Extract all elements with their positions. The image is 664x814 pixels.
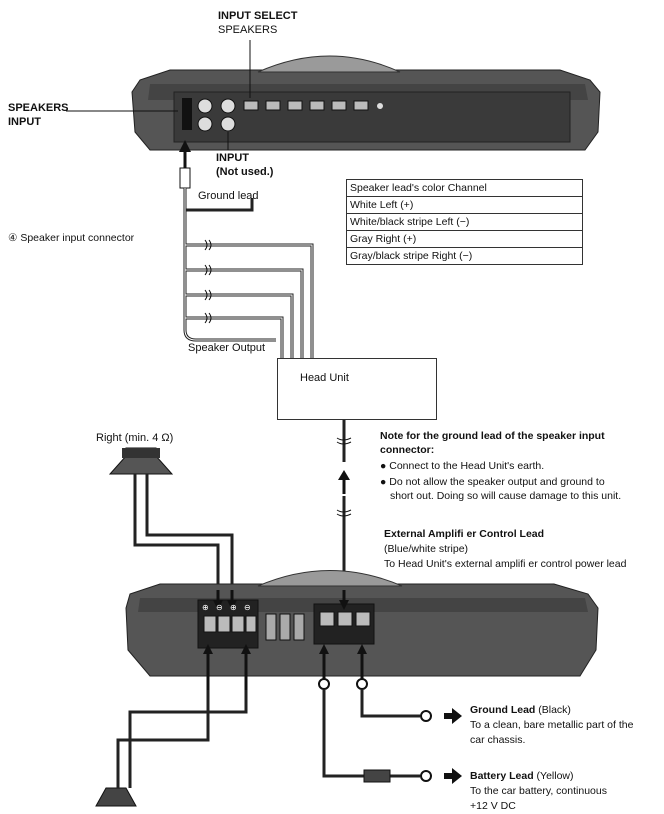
table-row: Gray Right (+) [346,230,583,248]
terminal-symbol: ⊕ [230,603,237,612]
battery-lead-name: Battery Lead [470,770,534,782]
table-cell: White Left (+) [346,196,583,214]
ext-amp-title: External Amplifi er Control Lead [384,528,545,540]
harness-inner [184,188,313,358]
right-speaker [108,447,174,475]
speaker-output-label: Speaker Output [188,342,266,354]
table-cell: White/black stripe Left (−) [346,213,583,231]
right-arrows [444,708,462,784]
battery-lead-desc-2: +12 V DC [470,800,516,812]
terminal-symbol: ⊕ [202,603,209,612]
battery-lead-desc-1: To the car battery, continuous [470,785,607,797]
ground-lead-desc-1: To a clean, bare metallic part of the [470,719,634,731]
table-row: White/black stripe Left (−) [346,213,583,231]
note-title-1: Note for the ground lead of the speaker … [380,430,605,442]
note-bullet-2b: short out. Doing so will cause damage to… [390,490,622,502]
ext-amp-subtitle: (Blue/white stripe) [384,543,469,555]
note-bullet-2a: ● Do not allow the speaker output and gr… [380,476,605,488]
left-speaker [95,787,137,807]
ext-amp-desc: To Head Unit's external amplifi er contr… [384,558,627,570]
table-cell: Speaker lead's color Channel [346,179,583,197]
connector-arrow [179,140,191,189]
up-arrow [338,470,350,494]
speaker-input-harness [183,188,314,358]
input-label-1: INPUT [216,152,249,164]
ground-lead-color: (Black) [535,704,571,716]
table-row: White Left (+) [346,196,583,214]
speakers-input-label-1: SPEAKERS [8,102,69,114]
table-row: Speaker lead's color Channel [346,179,583,197]
ground-lead-title: Ground Lead (Black) [470,704,571,716]
battery-lead-color: (Yellow) [533,770,574,782]
table-row: Gray/black stripe Right (−) [346,247,583,265]
head-unit-label: Head Unit [300,372,349,384]
table-cell: Gray Right (+) [346,230,583,248]
input-select-title: INPUT SELECT [218,10,298,22]
terminal-symbol: ⊖ [244,603,251,612]
terminal-symbol: ⊖ [216,603,223,612]
ground-lead-name: Ground Lead [470,704,536,716]
note-bullet-1: ● Connect to the Head Unit's earth. [380,460,545,472]
battery-lead-title: Battery Lead (Yellow) [470,770,574,782]
speaker-out-arrows [203,644,367,690]
speaker-in-arrows [213,590,349,610]
speaker-lead-color-table: Speaker lead's color Channel White Left … [346,179,583,265]
speaker-input-connector-label: ④ Speaker input connector [8,232,135,244]
ground-lead-label: Ground lead [198,190,259,202]
input-label-2: (Not used.) [216,166,274,178]
speakers-input-label-2: INPUT [8,116,41,128]
wire-break-marks [204,239,212,324]
ground-lead-desc-2: car chassis. [470,734,526,746]
input-select-value: SPEAKERS [218,24,278,36]
head-unit-box [277,358,437,420]
top-amplifier [131,55,601,151]
table-cell: Gray/black stripe Right (−) [346,247,583,265]
note-title-2: connector: [380,444,435,456]
speaker-label: Right (min. 4 Ω) [96,432,174,444]
